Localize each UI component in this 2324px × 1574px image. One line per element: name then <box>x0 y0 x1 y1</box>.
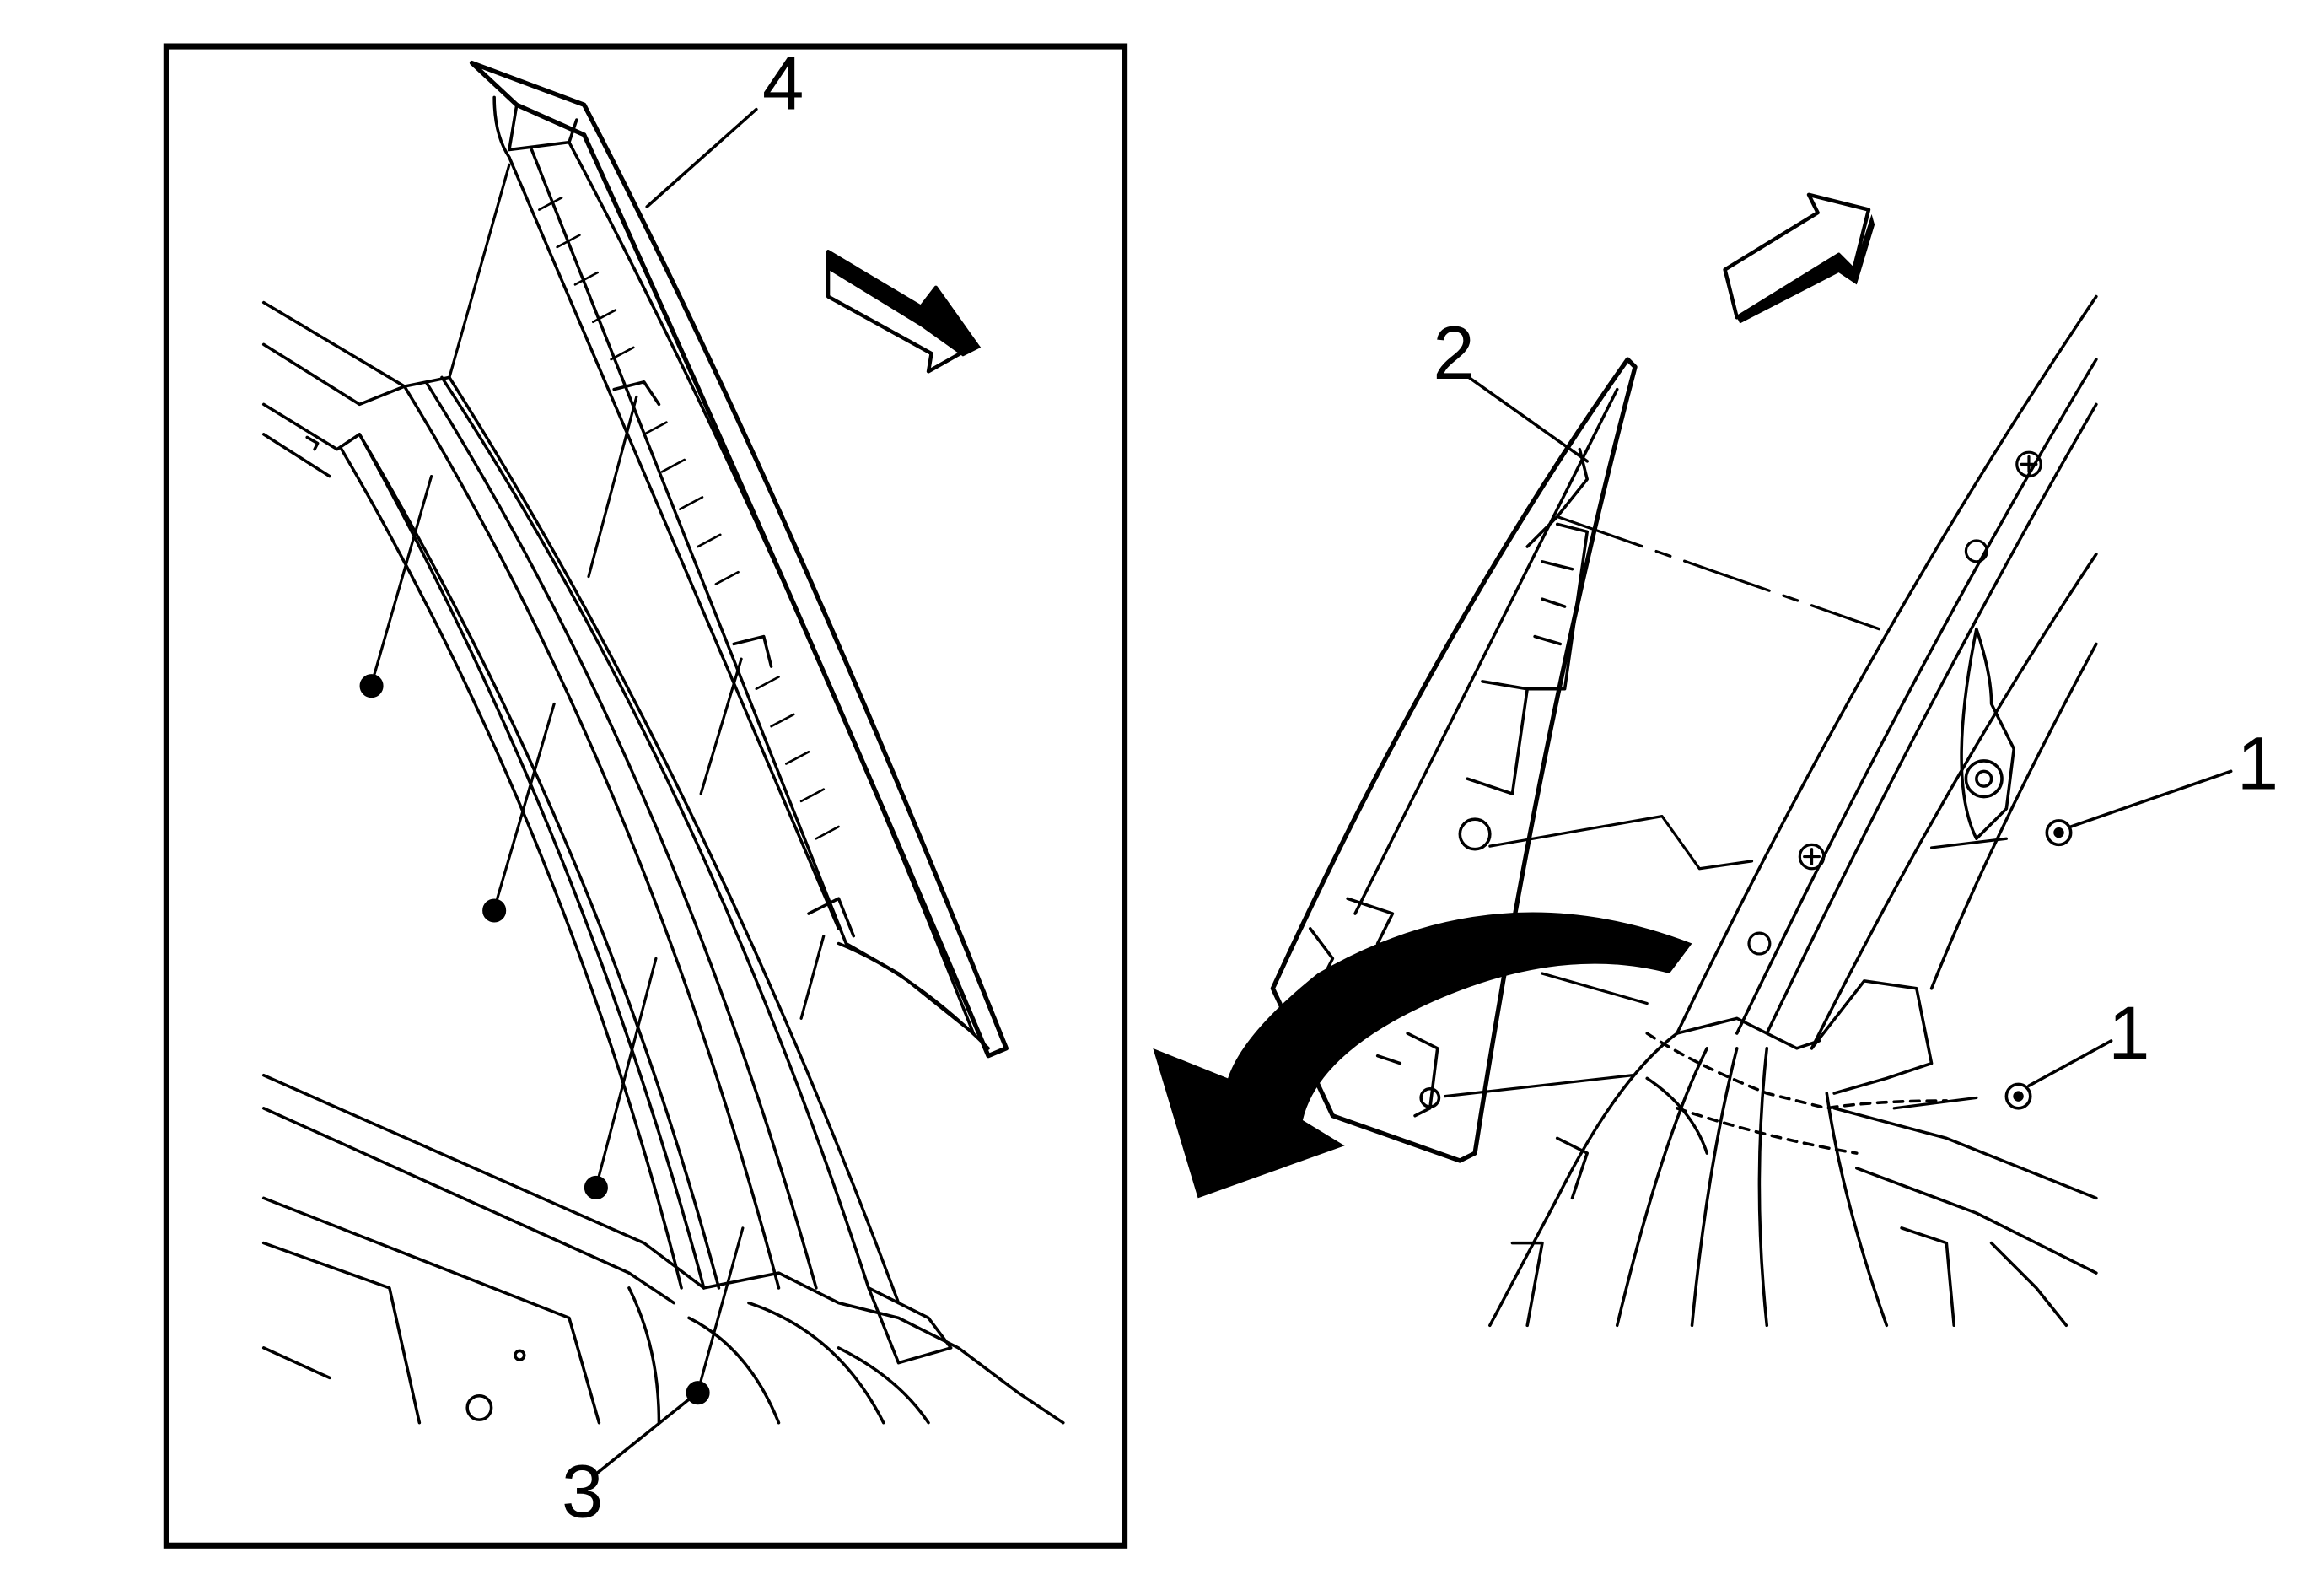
right-main-view: 2 1 1 <box>1153 192 2278 1328</box>
callout-1-upper: 1 <box>2237 722 2278 806</box>
callout-3-leader <box>593 1393 696 1477</box>
push-pin-retainer-icon <box>482 898 507 923</box>
callout-2: 2 <box>1433 311 1474 395</box>
left-detail-panel: 4 3 <box>163 42 1128 1549</box>
push-pin-retainer-icon <box>584 1175 608 1199</box>
callout-1-lower: 1 <box>2108 991 2149 1075</box>
forward-direction-arrow-icon <box>1723 192 1875 324</box>
callout-3: 3 <box>562 1450 603 1534</box>
push-pin-retainer-icon <box>359 674 384 698</box>
push-pin-retainer-icon <box>2004 1082 2032 1110</box>
curved-removal-arrow-icon <box>1153 912 1692 1199</box>
callout-1-lower-leader <box>2027 1039 2113 1087</box>
callout-4-leader <box>645 107 758 208</box>
pushpin-fasteners <box>359 474 745 1405</box>
push-pin-retainer-icon <box>686 1381 710 1405</box>
callout-1-upper-leader <box>2068 769 2233 828</box>
trim-ribs <box>538 197 840 840</box>
callout-2-leader <box>1467 375 1590 463</box>
push-pin-retainer-icon <box>2045 819 2073 847</box>
callout-4: 4 <box>762 42 804 126</box>
upper-garnish-trim-panel <box>469 60 1009 1059</box>
detail-frame <box>163 43 1128 1549</box>
pillar-screws <box>1747 450 2042 956</box>
forward-direction-arrow-icon <box>826 250 982 374</box>
alignment-lines <box>448 163 826 1020</box>
alignment-lines <box>1443 515 2008 1110</box>
body-a-pillar <box>1488 294 2098 1328</box>
